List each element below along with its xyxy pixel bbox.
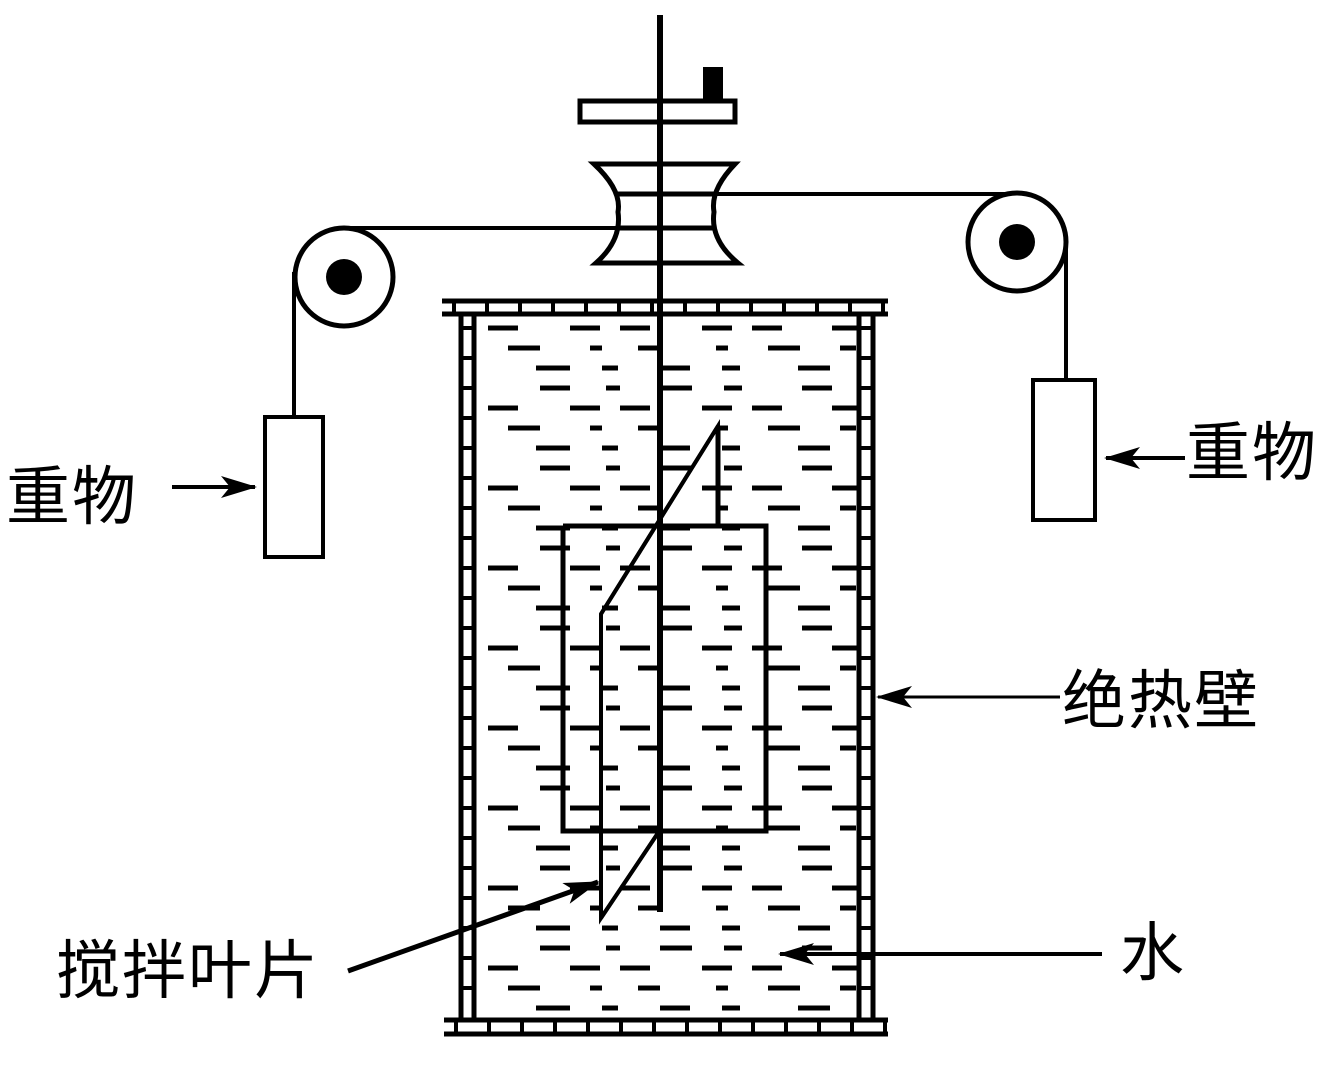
arrow-stirring-paddle bbox=[347, 879, 600, 974]
label-stirring-paddle: 搅拌叶片 bbox=[56, 935, 320, 1009]
top-disc-with-handle bbox=[577, 67, 738, 125]
water-fill bbox=[488, 325, 858, 1011]
baffle-outline bbox=[560, 523, 769, 834]
pointer-arrows bbox=[172, 447, 1185, 974]
crank-handle bbox=[703, 67, 723, 101]
left-pulley bbox=[292, 225, 396, 329]
label-water: 水 bbox=[1120, 917, 1186, 991]
right-pulley bbox=[965, 190, 1069, 294]
drum-body bbox=[587, 161, 745, 266]
left-weight bbox=[263, 415, 325, 559]
container-top-wall bbox=[442, 298, 888, 317]
right-pulley-axle bbox=[999, 224, 1035, 260]
label-weight-right: 重物 bbox=[1186, 417, 1318, 491]
label-weight-left: 重物 bbox=[6, 461, 138, 535]
ropes bbox=[292, 192, 1068, 417]
winding-drum bbox=[587, 161, 745, 266]
paddle-bottom-edge bbox=[599, 828, 662, 920]
container-bottom-wall bbox=[444, 1017, 888, 1037]
container-left-wall bbox=[458, 316, 477, 1018]
left-pulley-axle bbox=[326, 259, 362, 295]
label-adiabatic-wall: 绝热壁 bbox=[1062, 665, 1260, 739]
right-weight bbox=[1031, 378, 1097, 522]
container-right-wall bbox=[856, 316, 876, 1018]
